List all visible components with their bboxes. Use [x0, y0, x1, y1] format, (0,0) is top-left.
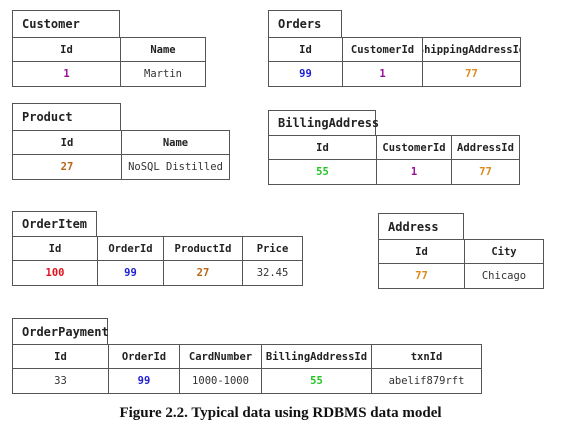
column-header: Id: [13, 131, 122, 155]
table-title: OrderPayment: [12, 318, 109, 344]
table-title: Customer: [12, 10, 120, 37]
column-header: Id: [269, 136, 377, 160]
column-header: ShippingAddressId: [423, 38, 521, 62]
column-header: OrderId: [109, 345, 180, 369]
table-cell: 1: [13, 62, 121, 87]
table-cell: 77: [423, 62, 521, 87]
table-cell: 33: [13, 369, 109, 394]
table-cell: 27: [164, 261, 243, 286]
table-cell: 77: [379, 264, 465, 289]
table-title: Product: [12, 103, 121, 130]
column-header: Name: [122, 131, 230, 155]
table-cell: 27: [13, 155, 122, 180]
table-cell: 77: [452, 160, 520, 185]
table-title: BillingAddress: [268, 110, 379, 135]
table-cell: NoSQL Distilled: [122, 155, 230, 180]
table-cell: 99: [98, 261, 164, 286]
column-header: OrderId: [98, 237, 164, 261]
column-header: City: [465, 240, 544, 264]
column-header: CardNumber: [180, 345, 262, 369]
table-title: Address: [378, 213, 464, 239]
column-header: Id: [13, 38, 121, 62]
column-header: CustomerId: [343, 38, 423, 62]
column-header: AddressId: [452, 136, 520, 160]
table-cell: 1000-1000: [180, 369, 262, 394]
table-cell: 1: [343, 62, 423, 87]
table-cell: 55: [262, 369, 372, 394]
column-header: CustomerId: [377, 136, 452, 160]
column-header: Id: [379, 240, 465, 264]
column-header: Id: [13, 237, 98, 261]
table-cell: Martin: [121, 62, 206, 87]
table-title: OrderItem: [12, 211, 97, 236]
table-cell: 99: [269, 62, 343, 87]
column-header: Price: [243, 237, 303, 261]
column-header: Name: [121, 38, 206, 62]
table-cell: Chicago: [465, 264, 544, 289]
table-cell: 32.45: [243, 261, 303, 286]
table-cell: 100: [13, 261, 98, 286]
table-cell: 55: [269, 160, 377, 185]
figure-caption: Figure 2.2. Typical data using RDBMS dat…: [119, 405, 442, 421]
table-cell: 99: [109, 369, 180, 394]
column-header: ProductId: [164, 237, 243, 261]
column-header: Id: [269, 38, 343, 62]
column-header: BillingAddressId: [262, 345, 372, 369]
table-cell: abelif879rft: [372, 369, 482, 394]
table-cell: 1: [377, 160, 452, 185]
table-title: Orders: [268, 10, 342, 37]
column-header: txnId: [372, 345, 482, 369]
column-header: Id: [13, 345, 109, 369]
